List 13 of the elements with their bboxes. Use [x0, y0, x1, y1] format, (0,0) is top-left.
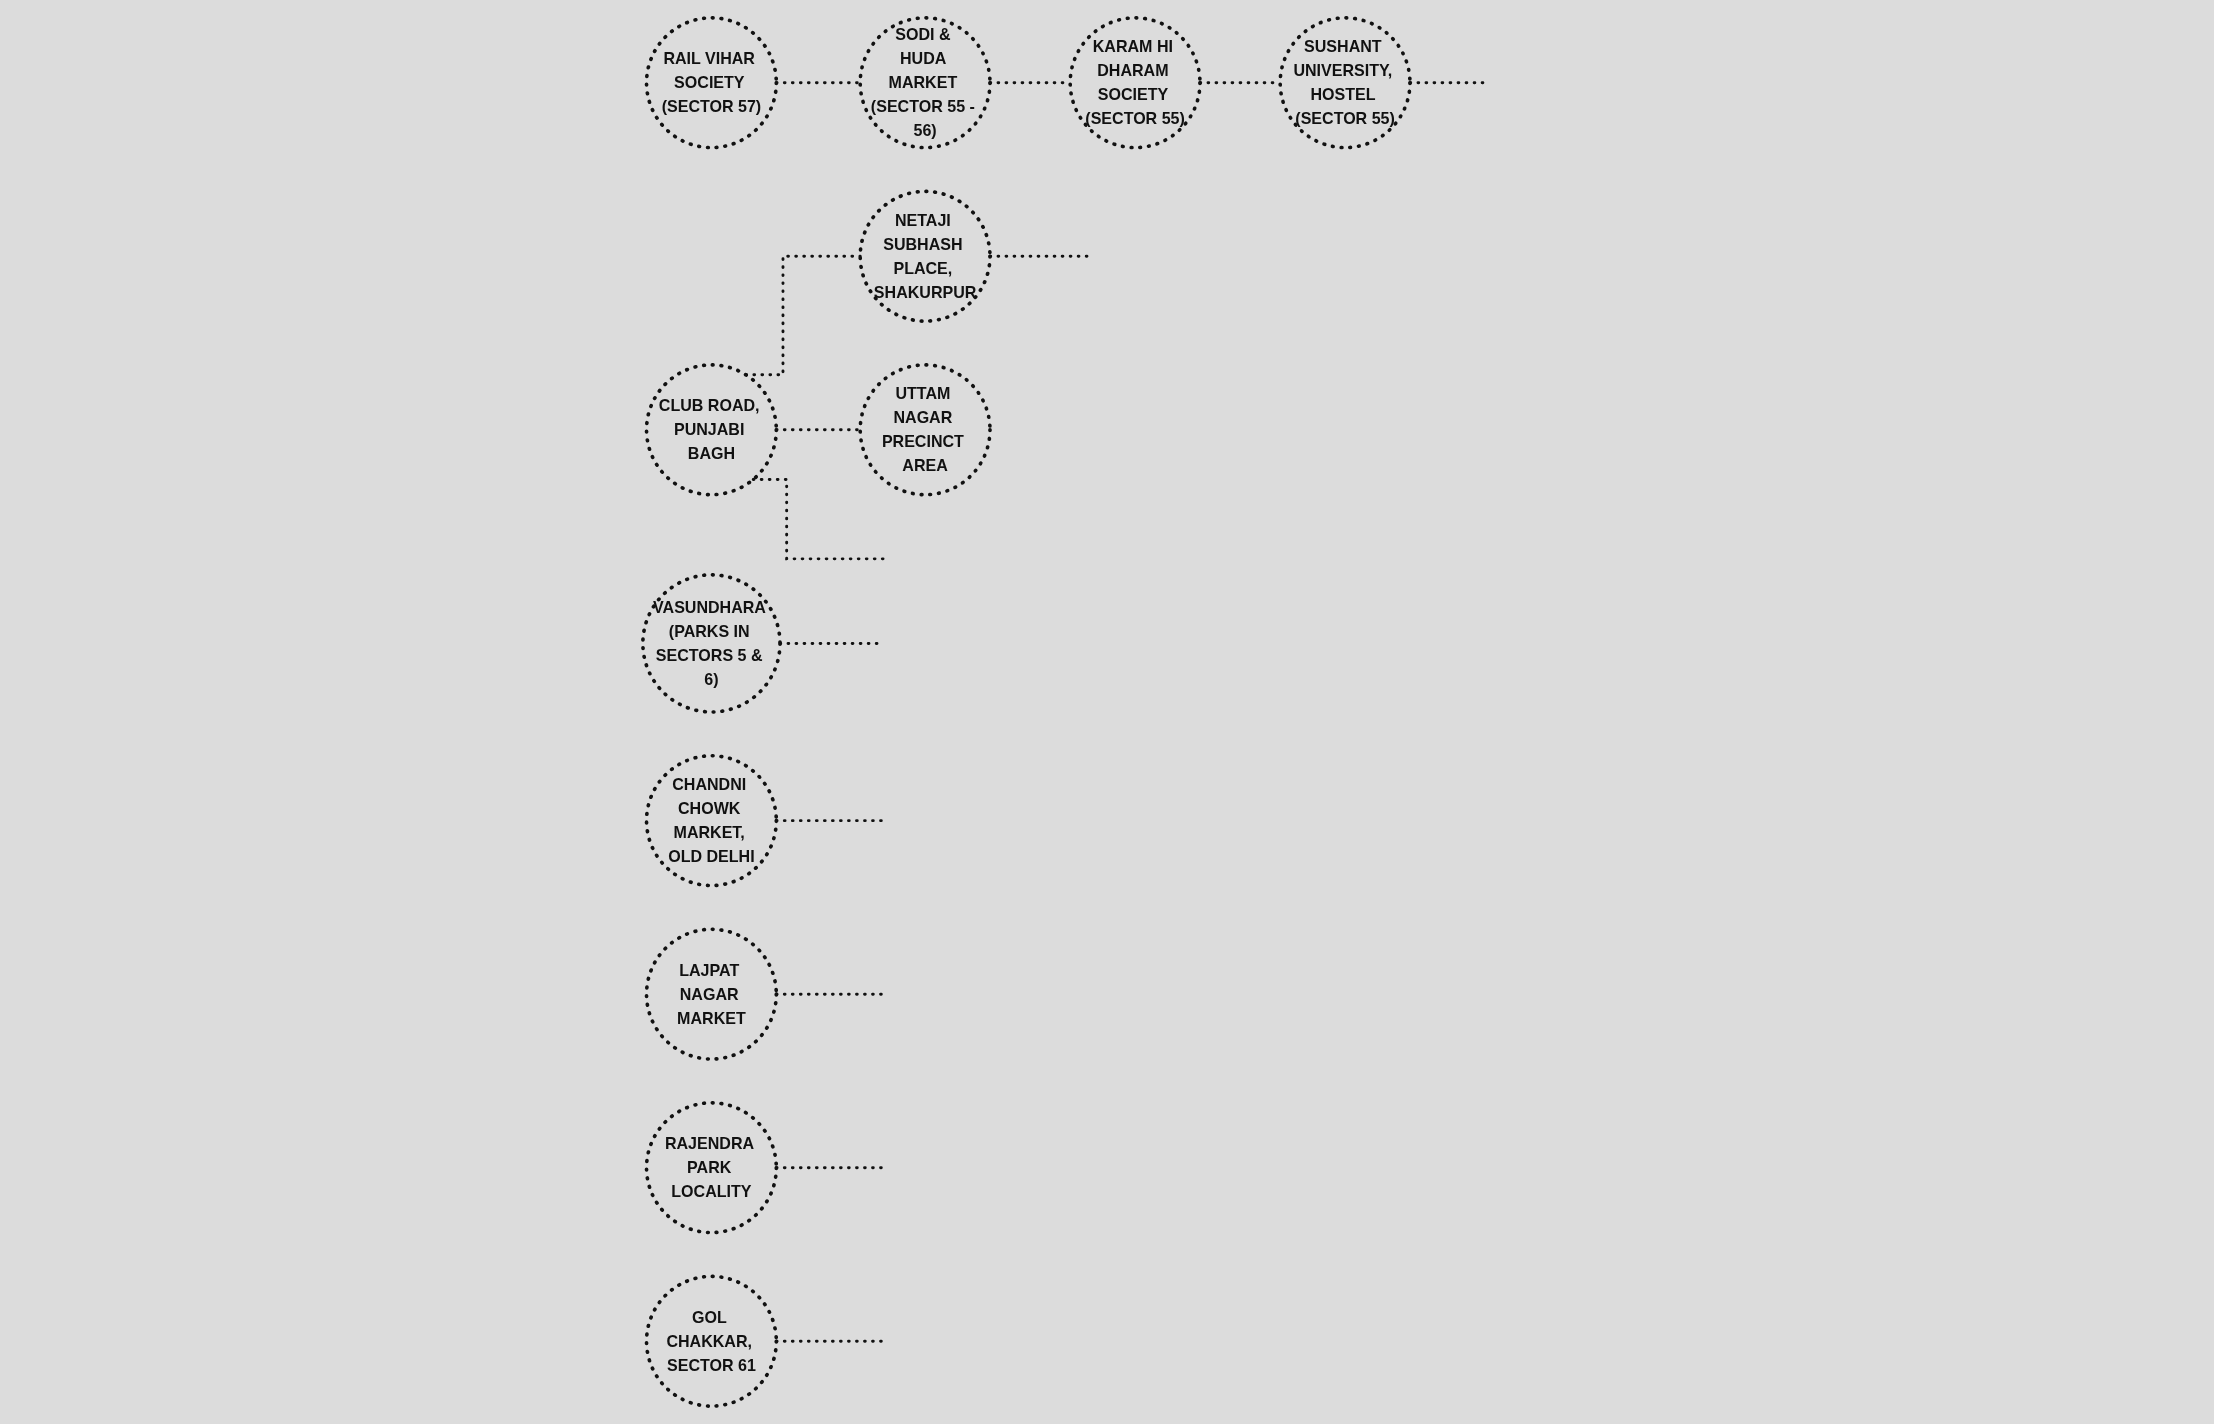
- node-circle: RAJENDRA PARK LOCALITY: [644, 1101, 778, 1235]
- node-circle: SODI & HUDA MARKET (SECTOR 55 - 56): [858, 16, 992, 150]
- node-circle: KARAM HI DHARAM SOCIETY (SECTOR 55): [1068, 16, 1202, 150]
- connector: [751, 478, 886, 561]
- node-circle: VASUNDHARA (PARKS IN SECTORS 5 & 6): [640, 573, 782, 714]
- node-circle: RAIL VIHAR SOCIETY (SECTOR 57): [644, 16, 778, 150]
- node-circle: NETAJI SUBHASH PLACE, SHAKURPUR: [858, 189, 992, 323]
- node-circle: CHANDNI CHOWK MARKET, OLD DELHI: [644, 753, 778, 888]
- node-circle: SUSHANT UNIVERSITY, HOSTEL (SECTOR 55): [1278, 16, 1412, 150]
- node-circle: LAJPAT NAGAR MARKET: [644, 927, 778, 1061]
- node-circle: UTTAM NAGAR PRECINCT AREA: [858, 363, 992, 497]
- node-circle: GOL CHAKKAR, SECTOR 61: [644, 1274, 778, 1408]
- node-circle: CLUB ROAD, PUNJABI BAGH: [644, 363, 778, 497]
